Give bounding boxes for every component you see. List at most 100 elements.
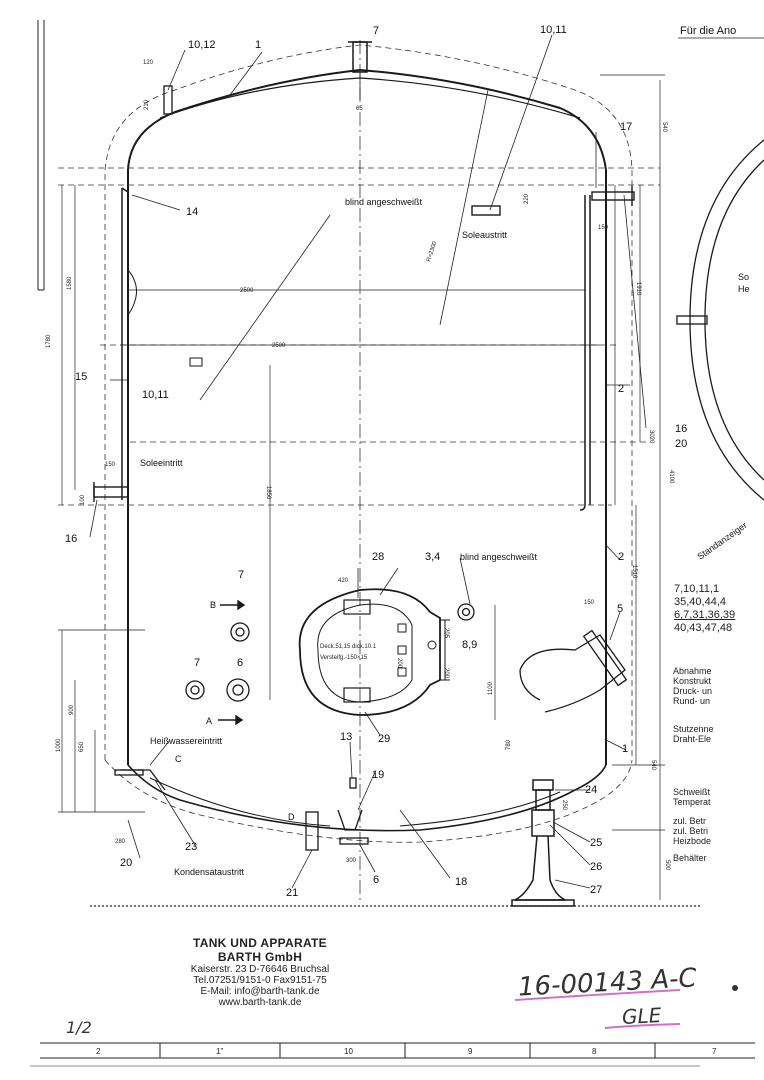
note-rund: Rund- un xyxy=(673,696,711,706)
part-29: 29 xyxy=(378,733,390,745)
angled-nozzle xyxy=(519,629,628,713)
dim-300: 300 xyxy=(346,858,357,864)
top-nozzle xyxy=(348,41,372,100)
part-8-9: 8,9 xyxy=(462,639,477,651)
frame-num-8: 8 xyxy=(592,1047,597,1056)
stiffener-spec: Versteifg.-150×15 xyxy=(320,655,368,661)
support-leg xyxy=(511,779,575,907)
dim-205: 205 xyxy=(443,628,449,639)
frame-num-2: 2 xyxy=(96,1047,101,1056)
part-10-11-top: 10,11 xyxy=(540,24,567,36)
dim-1850: 1850 xyxy=(265,486,271,500)
sole-inlet-label: Soleeintritt xyxy=(140,458,183,468)
company-email: E-Mail: info@barth-tank.de xyxy=(200,986,320,997)
dim-420: 420 xyxy=(338,578,349,584)
initials: GLE xyxy=(621,1002,662,1030)
highlight-stroke xyxy=(514,989,681,1001)
note-betr-2: zul. Betri xyxy=(673,826,709,836)
dim-2500-a: 2500 xyxy=(240,288,254,294)
condensate-outlet-label: Kondensataustritt xyxy=(174,867,245,877)
cut-a-label: A xyxy=(206,716,212,726)
dim-1910: 1910 xyxy=(635,282,641,296)
level-indicator-note: Standanzeiger xyxy=(695,520,748,561)
part-1-top: 1 xyxy=(255,39,261,51)
frame-num-7: 7 xyxy=(712,1047,717,1056)
dim-200-a: 200 xyxy=(443,668,449,679)
part-26: 26 xyxy=(590,861,602,873)
part-5: 5 xyxy=(617,603,623,615)
part-23: 23 xyxy=(185,841,197,853)
dim-540-top: 540 xyxy=(661,122,667,133)
company-address: Kaiserstr. 23 D-76646 Bruchsal xyxy=(190,964,330,975)
part-13: 13 xyxy=(340,731,352,743)
part-20-right: 20 xyxy=(675,438,687,450)
note-draht: Draht-Ele xyxy=(673,734,712,744)
side-ref-1: 7,10,11,1 xyxy=(674,583,720,595)
note-stutzen: Stutzenne xyxy=(673,724,714,734)
cut-d-label: D xyxy=(288,812,295,822)
bottom-nozzles xyxy=(114,769,369,851)
part-15: 15 xyxy=(75,371,87,383)
part-17: 17 xyxy=(620,121,632,133)
note-heizboden: Heizbode xyxy=(673,836,712,846)
dim-150-left: 150 xyxy=(105,462,116,468)
frame-num-10: 10 xyxy=(344,1047,353,1056)
part-2-upper: 2 xyxy=(618,383,624,395)
dim-500: 500 xyxy=(664,860,670,871)
dim-210: 210 xyxy=(144,99,150,110)
part-7-top: 7 xyxy=(373,25,379,37)
dim-1000: 1000 xyxy=(56,738,62,752)
part-6-bottom: 6 xyxy=(373,874,379,886)
dim-3020: 3020 xyxy=(648,430,654,444)
side-ref-2: 35,40,44,4 xyxy=(674,596,726,608)
dim-1510: 1510 xyxy=(631,565,637,579)
part-16-left: 16 xyxy=(65,533,77,545)
sole-outlet-label: Soleaustritt xyxy=(462,230,508,240)
dim-540-bottom: 540 xyxy=(650,760,656,771)
blind-welded-label-2: blind angeschweißt xyxy=(460,552,538,562)
dim-120: 120 xyxy=(143,60,154,66)
part-1-bottom: 1 xyxy=(622,743,628,755)
dim-2500-b: 2500 xyxy=(272,343,286,349)
part-10-12: 10,12 xyxy=(188,39,216,51)
dim-100: 100 xyxy=(80,494,86,505)
frame-num-1: 1" xyxy=(216,1047,224,1056)
manhole xyxy=(298,588,450,716)
part-24: 24 xyxy=(585,784,597,796)
part-19: 19 xyxy=(372,769,384,781)
note-so: So xyxy=(738,272,749,282)
dim-250: 250 xyxy=(561,800,567,811)
cooling-jacket xyxy=(121,187,591,511)
note-he: He xyxy=(738,284,750,294)
cover-spec: Deck.51,15 dick.10.1 xyxy=(320,644,377,650)
dim-150-nozzle: 150 xyxy=(584,600,595,606)
part-7-low: 7 xyxy=(194,657,200,669)
company-name-2: BARTH GmbH xyxy=(217,950,303,964)
note-schweiss: Schweißt xyxy=(673,787,711,797)
company-phone: Tel.07251/9151-0 Fax9151-75 xyxy=(193,975,327,986)
part-21: 21 xyxy=(286,887,298,899)
sole-inlet-nozzle xyxy=(93,482,129,502)
dim-280: 280 xyxy=(115,839,126,845)
sheet-number: 1/2 xyxy=(66,1018,92,1037)
company-name-1: TANK UND APPARATE xyxy=(193,936,327,950)
note-druck: Druck- un xyxy=(673,686,713,696)
note-temperat: Temperat xyxy=(673,797,711,807)
part-7-mid: 7 xyxy=(238,569,244,581)
note-betr-1: zul. Betr xyxy=(673,816,707,826)
corner-note: Für die Ano xyxy=(680,25,736,37)
side-ref-4: 40,43,47,48 xyxy=(674,622,733,634)
dim-r2300: R≈2300 xyxy=(426,240,438,262)
part-3-4: 3,4 xyxy=(425,551,440,563)
note-behaelter: Behälter xyxy=(673,853,707,863)
company-web: www.barth-tank.de xyxy=(218,997,302,1008)
sole-outlet-nozzle xyxy=(471,186,635,216)
circular-nozzles xyxy=(185,603,475,702)
note-abnahme: Abnahme xyxy=(673,666,712,676)
part-25: 25 xyxy=(590,837,602,849)
part-16-right: 16 xyxy=(675,423,687,435)
dim-4100: 4100 xyxy=(668,470,674,484)
dim-1580: 1580 xyxy=(67,276,73,290)
part-27: 27 xyxy=(590,884,602,896)
